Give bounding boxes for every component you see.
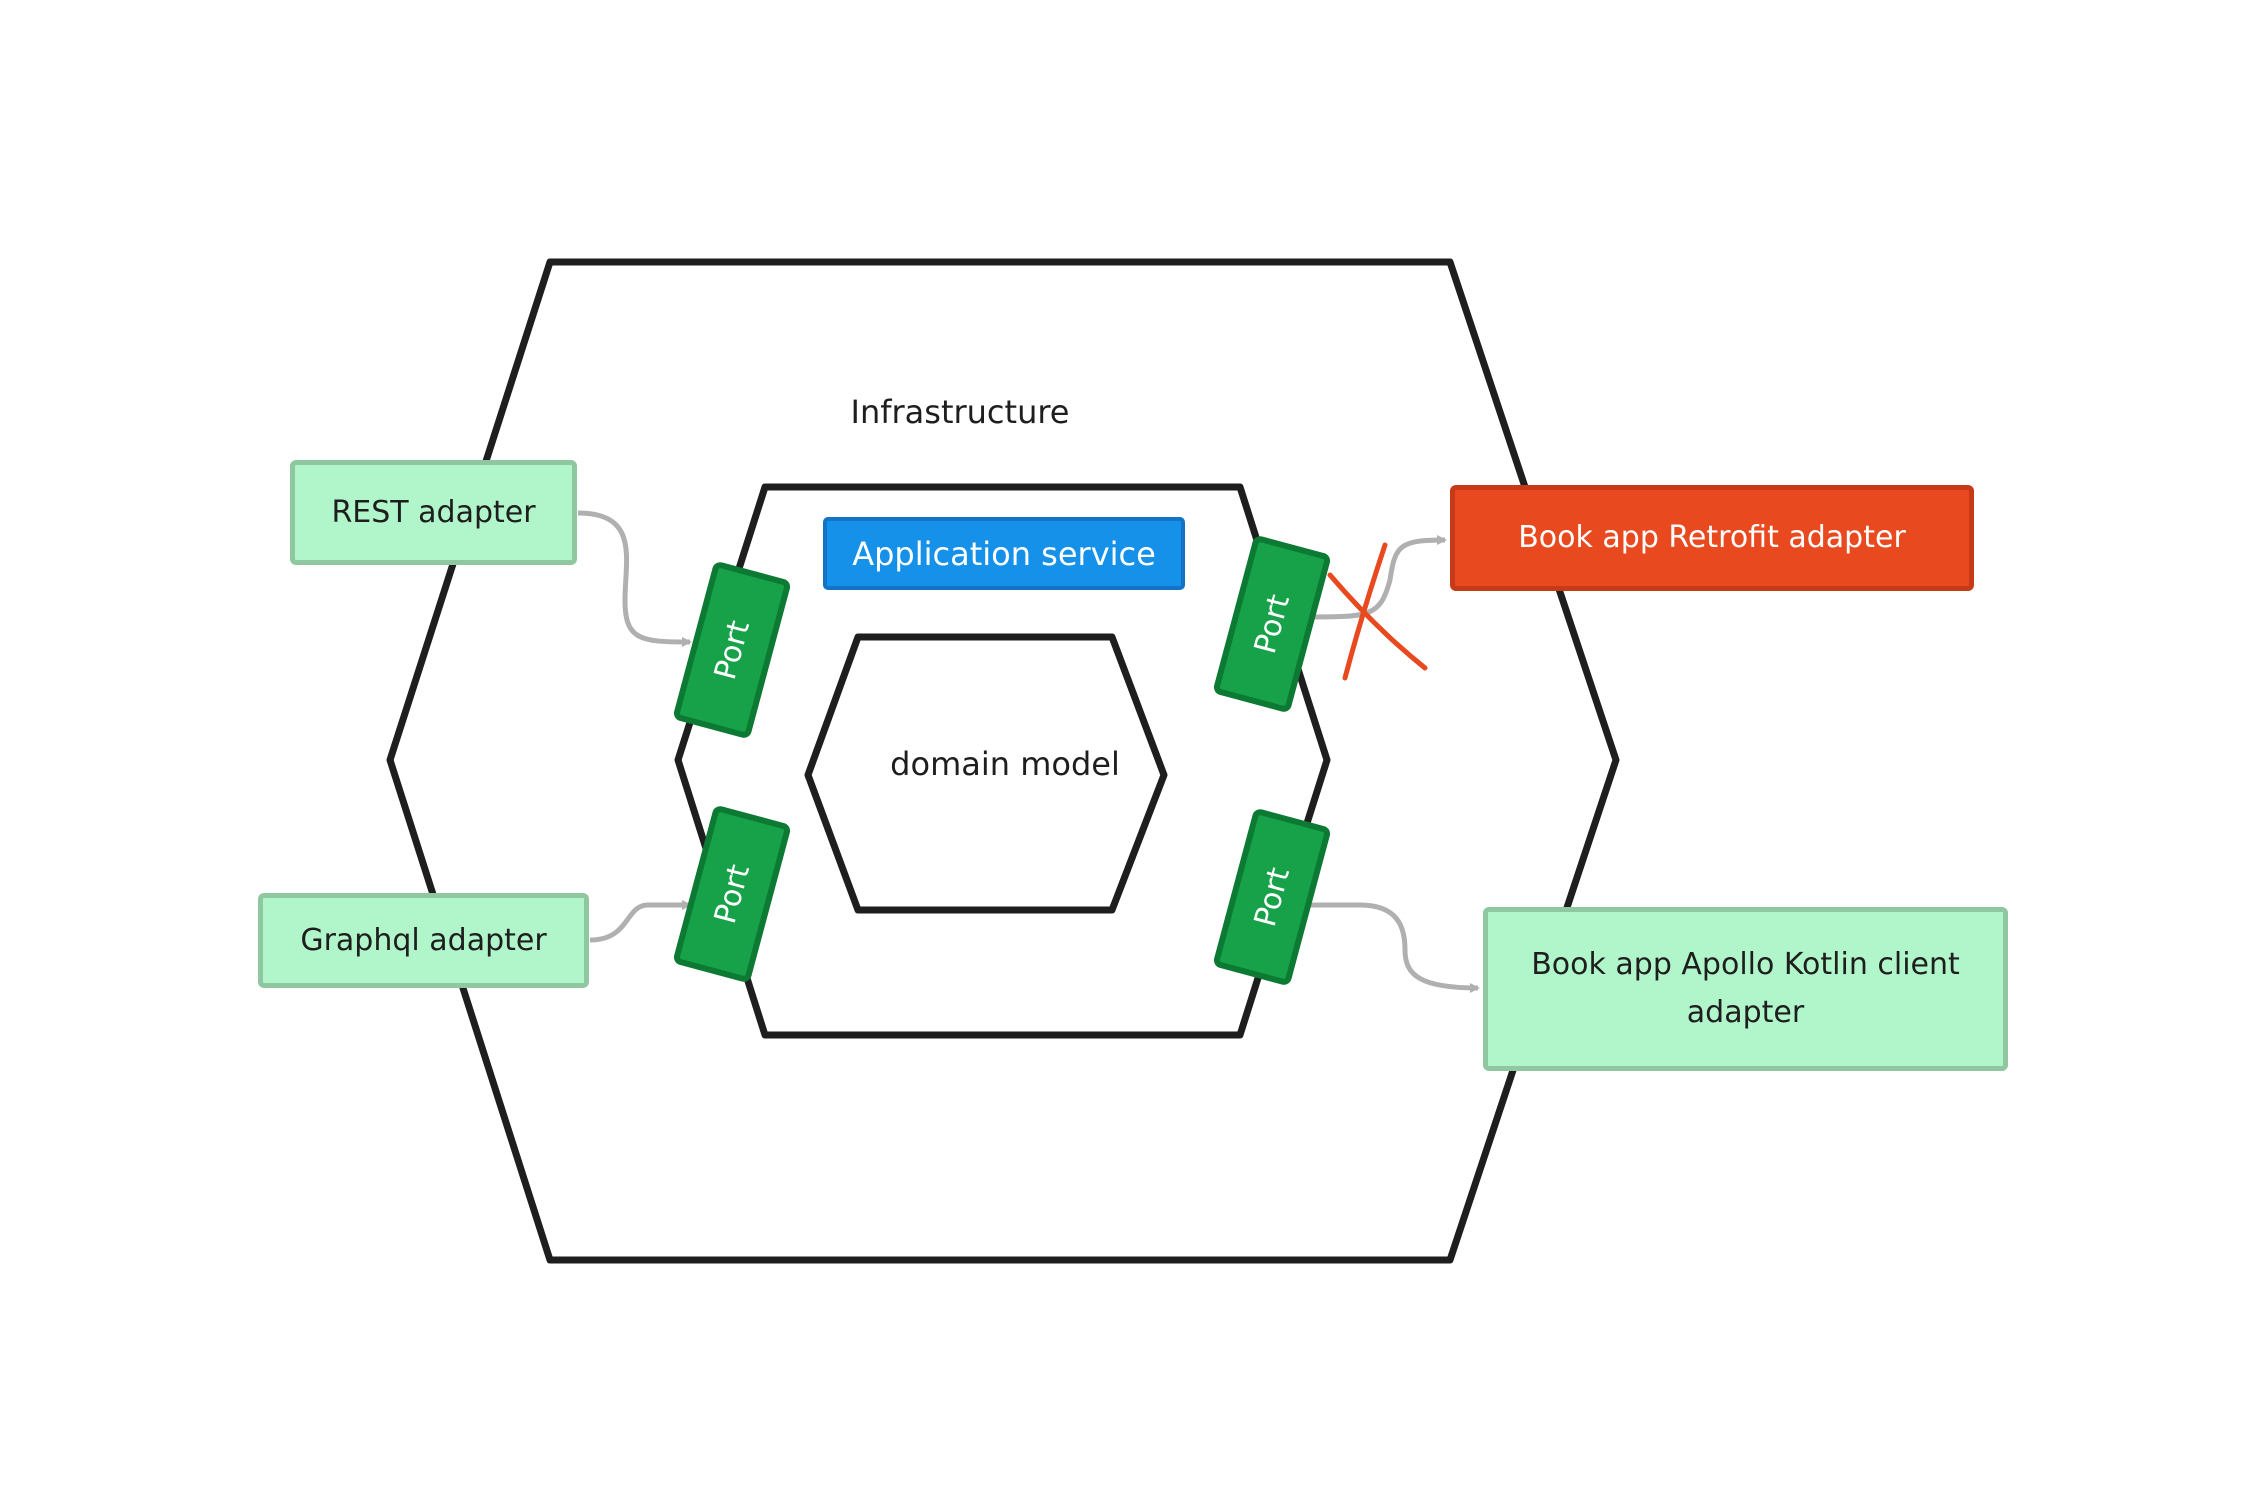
apollo-adapter-box: Book app Apollo Kotlin client adapter [1483,907,2008,1071]
domain-model-hexagon [804,633,1168,914]
port-to-retrofit-arrow [1304,535,1447,620]
application-hexagon [674,483,1331,1039]
retrofit-adapter-box: Book app Retrofit adapter [1450,485,1974,591]
infrastructure-label: Infrastructure [850,393,1070,431]
port-to-apollo-arrow [1305,902,1480,993]
application-service-box: Application service [823,517,1185,590]
graphql-to-port-arrow [589,900,692,943]
graphql-adapter-box: Graphql adapter [258,893,589,988]
rest-to-port-arrow [577,510,692,647]
domain-model-label: domain model [890,745,1120,783]
crossed-out-connection-mark [1327,542,1428,681]
infrastructure-hexagon [386,258,1620,1264]
rest-adapter-box: REST adapter [290,460,577,565]
